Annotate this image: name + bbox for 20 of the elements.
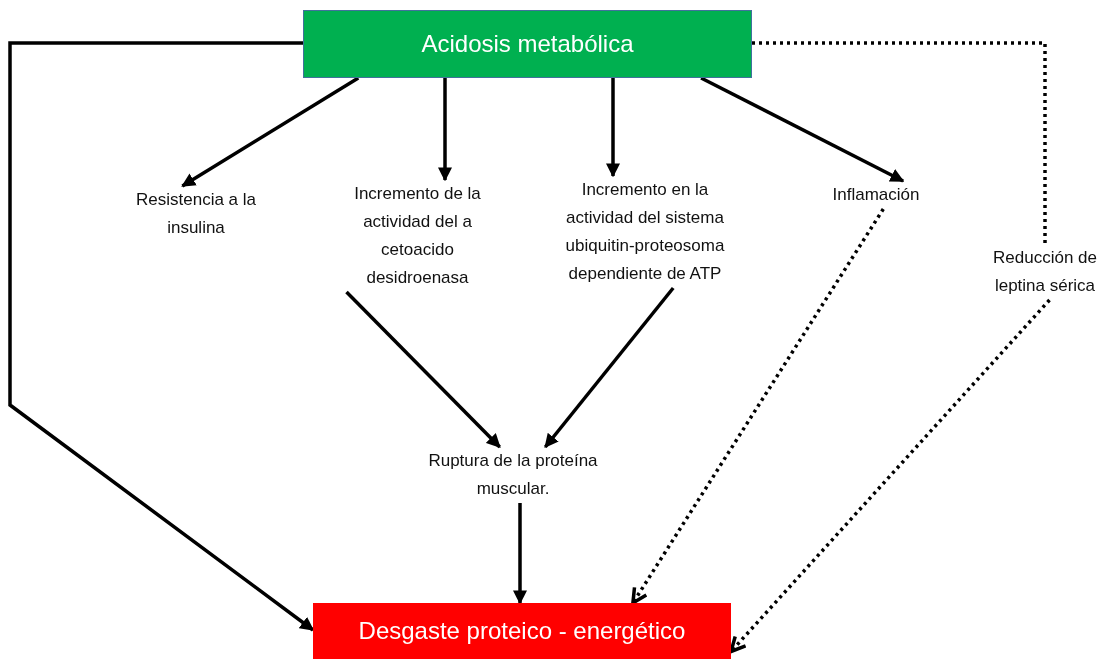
box-label: Acidosis metabólica (421, 30, 634, 58)
dotted-arrow (631, 208, 885, 605)
arrow (543, 286, 675, 449)
cause-box (303, 10, 752, 78)
arrow (345, 290, 501, 449)
factor-text: Inflamación (816, 181, 936, 209)
dotted-arrow (729, 298, 1051, 654)
arrow (606, 78, 620, 178)
factor-text: Reducción de leptina sérica (982, 244, 1108, 300)
outcome-box (313, 603, 731, 659)
box-label: Desgaste proteico - energético (358, 617, 686, 645)
arrow (438, 78, 452, 182)
factor-text: Incremento de la actividad del a cetoacido desidroenasa (335, 180, 500, 292)
factor-text: Ruptura de la proteína muscular. (408, 447, 618, 503)
arrow (181, 76, 360, 188)
arrow (8, 41, 315, 632)
arrow (700, 76, 905, 183)
factor-text: Resistencia a la insulina (134, 186, 258, 242)
arrow (513, 503, 527, 605)
factor-text: Incremento en la actividad del sistema ubiquitin-proteosoma dependiente de ATP (550, 176, 740, 288)
